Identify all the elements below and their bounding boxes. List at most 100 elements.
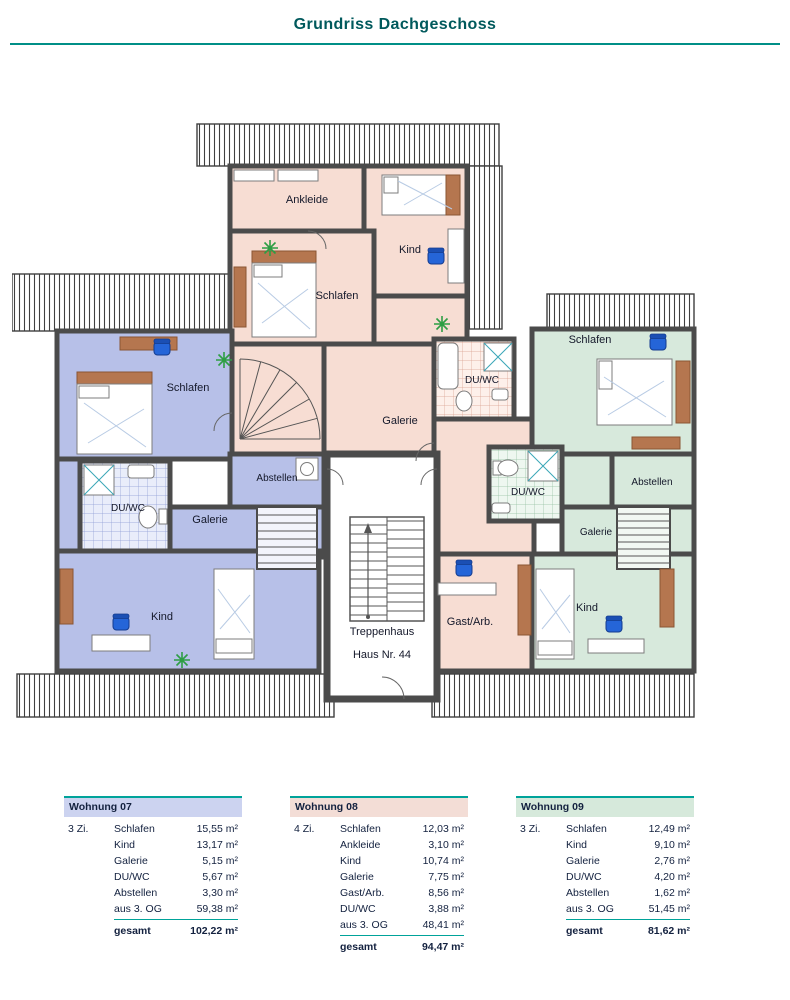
label-treppenhaus-1: Treppenhaus [350, 626, 415, 638]
area-cell: 4,20 m² [654, 871, 690, 883]
label-kind-w08: Kind [399, 244, 421, 256]
table-row: Galerie 5,15 m² [64, 853, 242, 869]
zimmer-cell: 3 Zi. [520, 823, 541, 835]
area-cell: 12,03 m² [422, 823, 464, 835]
room-cell: Kind [566, 839, 588, 851]
room-cell: Galerie [566, 855, 600, 867]
room-gast-w08 [431, 551, 537, 674]
table-row: Gast/Arb. 8,56 m² [290, 885, 468, 901]
table-row: DU/WC 4,20 m² [516, 869, 694, 885]
room-cell: Schlafen [340, 823, 381, 835]
roof-hatching [11, 123, 695, 718]
label-abstellen-w09: Abstellen [631, 477, 672, 488]
area-cell: 2,76 m² [654, 855, 690, 867]
stairs [239, 358, 671, 622]
label-schlafen-w08: Schlafen [316, 290, 359, 302]
sink-w09 [491, 502, 511, 514]
table-row: 3 Zi. Schlafen 12,49 m² [516, 821, 694, 837]
total-label: gesamt [340, 935, 414, 955]
zimmer-cell: 4 Zi. [294, 823, 315, 835]
tub-w08 [437, 342, 459, 390]
wardrobe [659, 568, 675, 628]
table-row: Ankleide 3,10 m² [290, 837, 468, 853]
room-cell: Schlafen [566, 823, 607, 835]
area-cell: 15,55 m² [196, 823, 238, 835]
room-cell: aus 3. OG [340, 919, 388, 931]
area-cell: 3,30 m² [202, 887, 238, 899]
area-cell: 8,56 m² [428, 887, 464, 899]
toilet-w07 [138, 505, 158, 529]
total-area: 102,22 m² [188, 919, 238, 939]
area-cell: 7,75 m² [428, 871, 464, 883]
label-ankleide: Ankleide [286, 194, 328, 206]
table-row: Galerie 2,76 m² [516, 853, 694, 869]
total-area: 81,62 m² [640, 919, 690, 939]
area-cell: 48,41 m² [422, 919, 464, 931]
page-title: Grundriss Dachgeschoss [293, 16, 497, 33]
zimmer-cell: 3 Zi. [68, 823, 89, 835]
apartment-table-w08: Wohnung 08 4 Zi. Schlafen 12,03 m² Ankle… [290, 796, 468, 955]
label-schlafen-w09: Schlafen [569, 334, 612, 346]
chair-kind-w07 [112, 613, 130, 631]
wardrobe [675, 360, 691, 424]
table-row: Abstellen 3,30 m² [64, 885, 242, 901]
label-duwc-w09: DU/WC [511, 487, 545, 498]
room-cell: Ankleide [340, 839, 381, 851]
table-row: Abstellen 1,62 m² [516, 885, 694, 901]
room-cell: DU/WC [340, 903, 376, 915]
room-cell: Abstellen [114, 887, 158, 899]
headboard [76, 371, 153, 385]
chair-kind-w09 [605, 615, 623, 633]
table-header-w08: Wohnung 08 [290, 796, 468, 817]
desk-kind-w07 [91, 634, 151, 652]
table-header-w09: Wohnung 09 [516, 796, 694, 817]
stool-schlafen-w07 [153, 338, 171, 356]
floorplan: Ankleide Kind Schlafen DU/WC Galerie Gas… [11, 117, 702, 732]
room-cell: Abstellen [566, 887, 610, 899]
stool-schlafen-w09 [649, 333, 667, 351]
door-arcs [213, 230, 438, 700]
chair-kind-w08 [427, 247, 445, 265]
desk-kind-w09 [587, 638, 645, 654]
floorplan-drawing: Ankleide Kind Schlafen DU/WC Galerie Gas… [11, 123, 697, 718]
toilet-w08 [455, 390, 473, 412]
wardrobe [517, 564, 532, 636]
closet-ankleide [277, 169, 319, 182]
label-duwc-w08: DU/WC [465, 375, 499, 386]
table-header-w07: Wohnung 07 [64, 796, 242, 817]
table-row: 3 Zi. Schlafen 15,55 m² [64, 821, 242, 837]
table-row: aus 3. OG 48,41 m² [290, 917, 468, 933]
label-gast-w08: Gast/Arb. [447, 616, 493, 628]
wardrobe [59, 568, 74, 625]
label-galerie-w09: Galerie [580, 527, 613, 538]
table-total-row: gesamt 102,22 m² [64, 919, 242, 939]
room-abstellen-w09 [609, 451, 697, 510]
closet-ankleide [233, 169, 275, 182]
chair-gast-w08 [455, 559, 473, 577]
desk-gast-w08 [437, 582, 497, 596]
washer-abstellen-w07 [295, 457, 319, 481]
wardrobe [233, 266, 247, 328]
room-cell: Gast/Arb. [340, 887, 385, 899]
room-flur-w07 [54, 456, 83, 554]
area-cell: 9,10 m² [654, 839, 690, 851]
page-header: Grundriss Dachgeschoss [0, 0, 790, 45]
area-cell: 1,62 m² [654, 887, 690, 899]
room-cell: aus 3. OG [114, 903, 162, 915]
room-cell: Kind [340, 855, 362, 867]
area-cell: 13,17 m² [196, 839, 238, 851]
table-total-row: gesamt 81,62 m² [516, 919, 694, 939]
table-row: aus 3. OG 59,38 m² [64, 901, 242, 917]
label-kind-w09: Kind [576, 602, 598, 614]
furniture [59, 169, 691, 660]
total-label: gesamt [114, 919, 188, 939]
bath-fixtures [83, 342, 559, 529]
table-row: 4 Zi. Schlafen 12,03 m² [290, 821, 468, 837]
table-row: Kind 10,74 m² [290, 853, 468, 869]
area-cell: 59,38 m² [196, 903, 238, 915]
room-labels: Ankleide Kind Schlafen DU/WC Galerie Gas… [111, 194, 673, 661]
room-galerie-w08 [321, 341, 437, 472]
table-row: Kind 13,17 m² [64, 837, 242, 853]
room-cell: DU/WC [114, 871, 150, 883]
title-rule [10, 43, 780, 45]
